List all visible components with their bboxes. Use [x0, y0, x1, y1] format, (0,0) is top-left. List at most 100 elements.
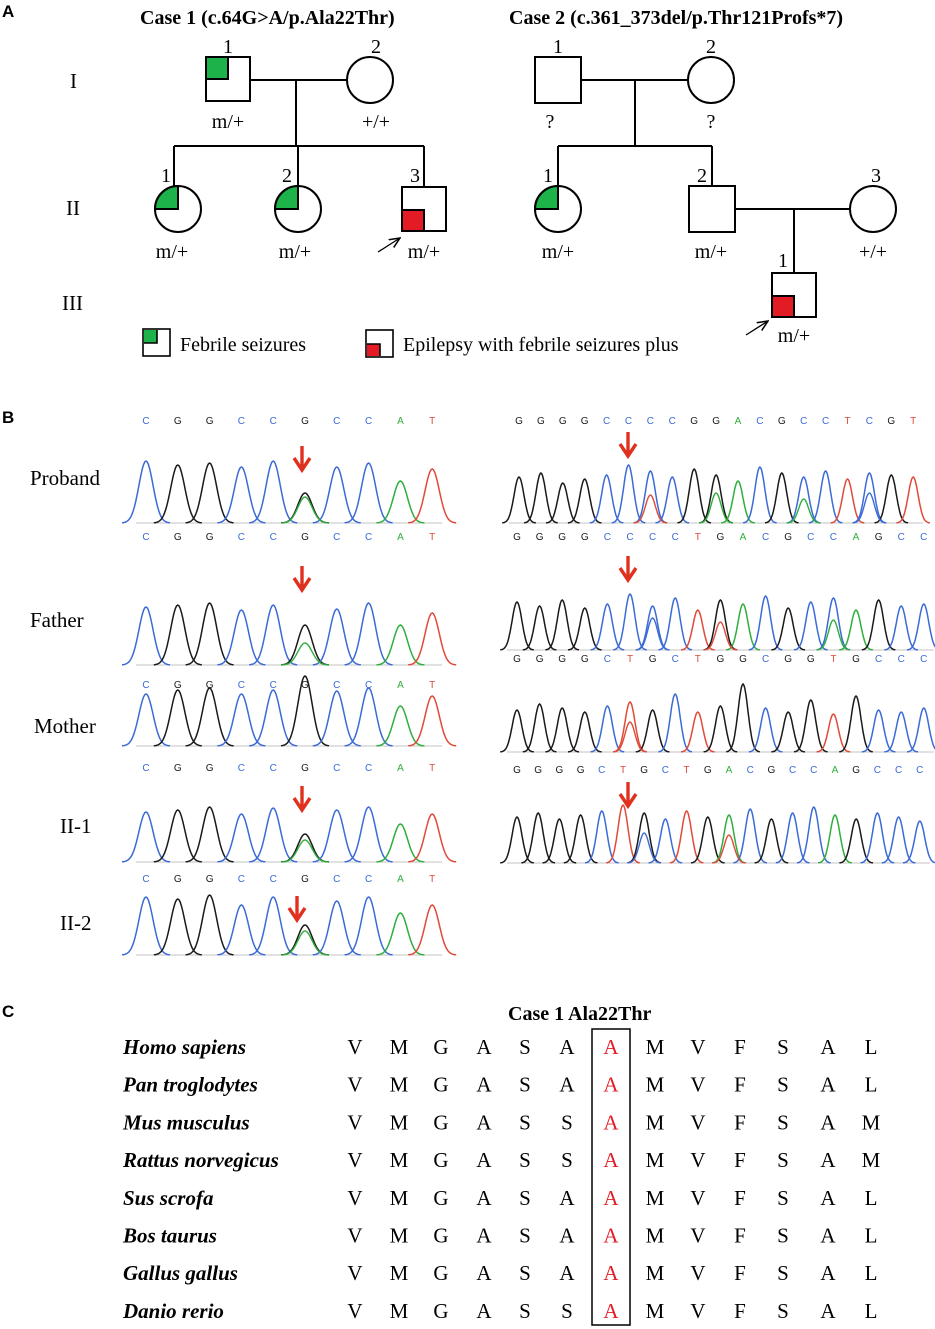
amino-acid: F	[734, 1148, 746, 1172]
amino-acid: V	[690, 1035, 705, 1059]
base-letter: T	[830, 654, 836, 665]
base-letter: C	[333, 532, 340, 543]
case2-II3-number: 3	[871, 165, 881, 187]
chromatogram-trace	[121, 460, 457, 524]
base-letter: G	[301, 763, 309, 774]
amino-acid: S	[519, 1261, 531, 1285]
base-letter: T	[429, 874, 435, 885]
amino-acid: V	[690, 1186, 705, 1210]
amino-acid: S	[519, 1148, 531, 1172]
case2-I2-number: 2	[706, 36, 716, 58]
amino-acid: V	[690, 1148, 705, 1172]
amino-acid: V	[347, 1035, 362, 1059]
amino-acid: M	[646, 1261, 665, 1285]
base-letter: T	[627, 654, 633, 665]
base-letter: C	[270, 416, 277, 427]
base-letter: G	[174, 763, 182, 774]
case1-individual-II3	[401, 186, 447, 232]
amino-acid: V	[347, 1073, 362, 1097]
amino-acid: A	[603, 1110, 619, 1134]
amino-acid: S	[519, 1299, 531, 1323]
base-letter: C	[603, 416, 610, 427]
amino-acid: F	[734, 1073, 746, 1097]
species-name: Mus musculus	[122, 1110, 250, 1134]
base-letter: T	[684, 765, 690, 776]
amino-acid: M	[390, 1110, 409, 1134]
base-letter: C	[626, 532, 633, 543]
amino-acid: S	[777, 1035, 789, 1059]
base-letter: C	[238, 532, 245, 543]
chromatogram-trace	[500, 682, 935, 753]
amino-acid: G	[433, 1035, 448, 1059]
case1-individual-II1	[153, 184, 202, 233]
base-letter: A	[726, 765, 733, 776]
amino-acid: S	[519, 1224, 531, 1248]
case2-I2-genotype: ?	[707, 111, 716, 133]
species-name: Homo sapiens	[122, 1035, 246, 1059]
amino-acid: G	[433, 1299, 448, 1323]
base-letter: C	[365, 532, 372, 543]
base-letter: C	[920, 532, 927, 543]
base-letter: G	[513, 654, 521, 665]
amino-acid: S	[777, 1110, 789, 1134]
amino-acid: A	[476, 1224, 492, 1248]
case2-II1-genotype: m/+	[542, 241, 574, 263]
base-letter: A	[397, 680, 404, 691]
legend-febrile-label: Febrile seizures	[180, 334, 306, 356]
base-letter: C	[662, 765, 669, 776]
conservation-title: Case 1 Ala22Thr	[508, 1003, 651, 1025]
legend-efs-label: Epilepsy with febrile seizures plus	[403, 334, 679, 356]
base-letter: G	[640, 765, 648, 776]
chromatogram-trace	[500, 592, 935, 651]
amino-acid: M	[646, 1224, 665, 1248]
base-letter: G	[206, 532, 214, 543]
sample-label-ii2: II-2	[60, 911, 91, 935]
base-letter: A	[853, 532, 860, 543]
amino-acid: A	[603, 1224, 619, 1248]
sample-label-ii1: II-1	[60, 814, 91, 838]
case1-title: Case 1 (c.64G>A/p.Ala22Thr)	[140, 7, 395, 29]
amino-acid: M	[390, 1186, 409, 1210]
base-letter: G	[581, 416, 589, 427]
base-letter: G	[768, 765, 776, 776]
base-letter: G	[174, 532, 182, 543]
case2-individual-II1	[533, 184, 582, 233]
case1-II3-number: 3	[410, 165, 420, 187]
amino-acid: G	[433, 1186, 448, 1210]
base-letter: C	[333, 416, 340, 427]
base-letter: C	[672, 654, 679, 665]
amino-acid: V	[690, 1110, 705, 1134]
amino-acid: M	[646, 1110, 665, 1134]
chromatogram-trace	[121, 806, 457, 863]
base-letter: C	[789, 765, 796, 776]
base-letter: C	[333, 680, 340, 691]
variant-arrows	[287, 432, 638, 924]
red-arrow-marker	[287, 896, 307, 924]
amino-acid: S	[561, 1110, 573, 1134]
base-letter: C	[649, 532, 656, 543]
base-letter: C	[270, 874, 277, 885]
base-letter: C	[875, 654, 882, 665]
amino-acid: G	[433, 1148, 448, 1172]
chromatogram-trace	[121, 675, 457, 747]
base-letter: G	[206, 680, 214, 691]
amino-acid: S	[777, 1148, 789, 1172]
amino-acid: A	[603, 1186, 619, 1210]
base-letter: C	[238, 680, 245, 691]
red-arrow-marker	[292, 566, 312, 594]
amino-acid: M	[646, 1073, 665, 1097]
amino-acid: V	[347, 1110, 362, 1134]
conserved-residue-box	[591, 1028, 631, 1326]
case1-individual-I2	[346, 56, 394, 104]
amino-acid: L	[865, 1186, 878, 1210]
case2-proband-arrow	[745, 321, 768, 336]
base-letter: G	[581, 654, 589, 665]
amino-acid: A	[820, 1073, 836, 1097]
case2-individual-II3	[849, 185, 897, 233]
base-letter: A	[397, 532, 404, 543]
amino-acid: A	[559, 1261, 575, 1285]
amino-acid: V	[347, 1299, 362, 1323]
amino-acid: M	[646, 1035, 665, 1059]
generation-label-i: I	[70, 69, 77, 93]
base-letter: T	[620, 765, 626, 776]
